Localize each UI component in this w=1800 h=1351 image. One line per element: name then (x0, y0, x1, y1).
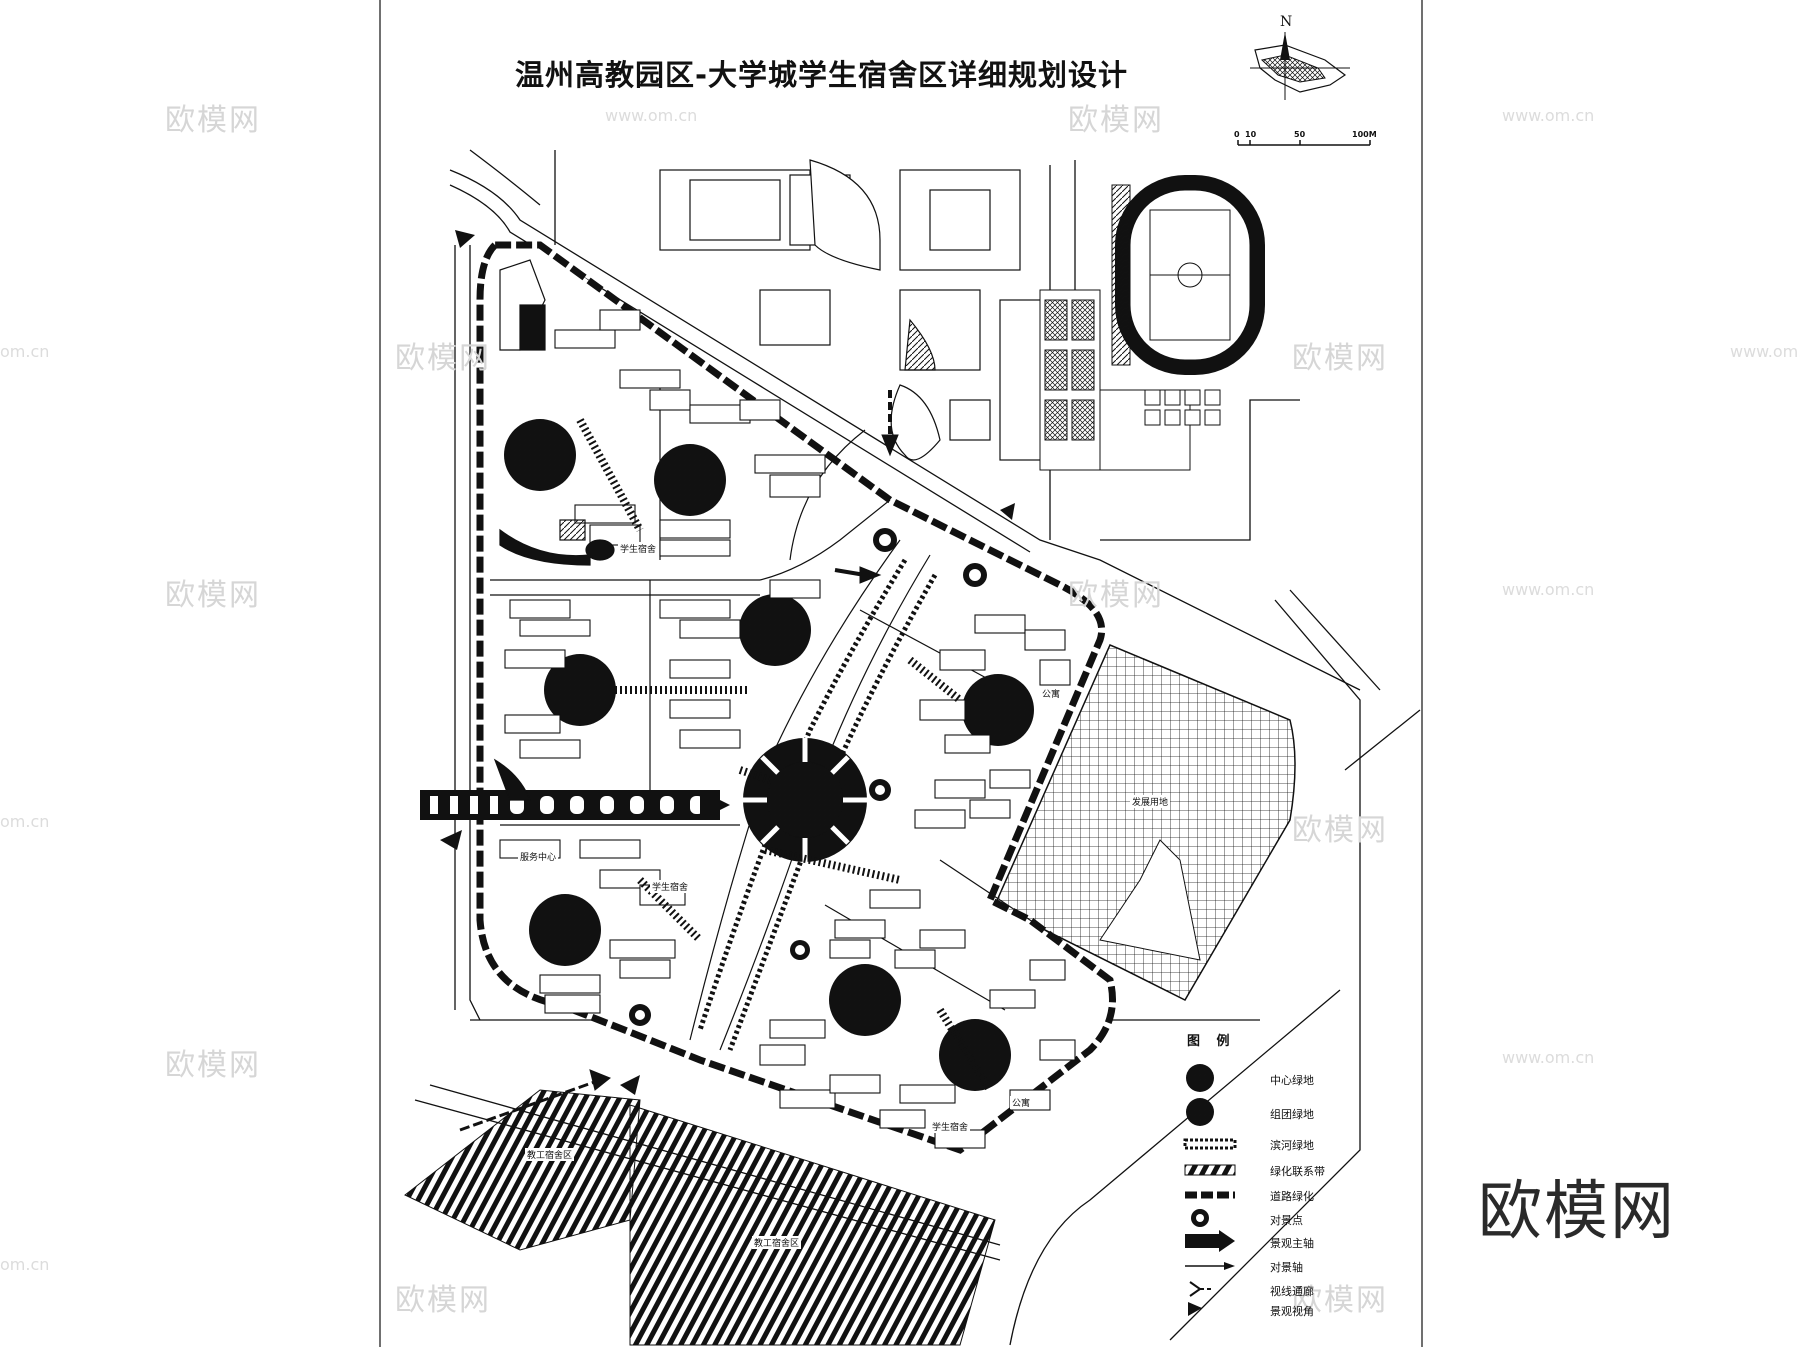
legend-label-focal-point: 对景点 (1270, 1214, 1303, 1227)
central-plaza (743, 738, 867, 862)
apartment-label: 公寓 (1040, 687, 1063, 700)
apartment-label: 公寓 (1010, 1096, 1033, 1109)
sports-field (1039, 175, 1265, 471)
sightline-arrows (459, 390, 899, 1132)
legend-label-road-greening: 道路绿化 (1270, 1190, 1314, 1203)
brand-logo: 欧模网 (1478, 1175, 1676, 1249)
legend-label-sightline-corridor: 视线通廊 (1270, 1285, 1314, 1298)
staff-dorm-areas (404, 1089, 996, 1346)
scale-label-100m: 100M (1352, 130, 1377, 139)
legend-focal-axis-symbol (1185, 1262, 1235, 1270)
legend-label-main-landscape-axis: 景观主轴 (1270, 1237, 1314, 1250)
dorm-label: 学生宿舍 (650, 880, 691, 893)
site-boundary (476, 241, 1116, 1154)
service-center-label: 服务中心 (518, 850, 559, 863)
scale-label-0: 0 (1234, 130, 1240, 139)
legend-sightline-symbol (1189, 1281, 1212, 1297)
legend-viewing-angle-symbol (1188, 1302, 1202, 1316)
north-label: N (1280, 14, 1293, 30)
green-link-belts (576, 418, 994, 1093)
scale-label-10: 10 (1245, 130, 1257, 139)
focal-points (629, 528, 987, 1026)
staff-dorm-label-west: 教工宿舍区 (525, 1148, 575, 1161)
north-arrow (1250, 32, 1350, 100)
northwest-buildings (493, 259, 615, 801)
development-land (994, 644, 1296, 1001)
legend-green-link-belt-symbol (1184, 1164, 1236, 1176)
legend-symbols (1183, 1064, 1237, 1316)
scale-bar (1237, 140, 1371, 146)
legend-central-green-symbol (1186, 1064, 1214, 1092)
legend-label-riverside-green: 滨河绿地 (1270, 1139, 1314, 1152)
riverside-green (697, 558, 938, 1051)
legend-focal-point-symbol (1191, 1209, 1209, 1227)
legend-heading: 图 例 (1187, 1034, 1236, 1049)
legend-main-axis-symbol (1185, 1230, 1235, 1252)
scale-label-50: 50 (1294, 130, 1306, 139)
cluster-greens (504, 419, 1034, 1091)
dorm-label: 学生宿舍 (618, 542, 659, 555)
legend-label-central-green: 中心绿地 (1270, 1074, 1314, 1087)
viewing-angle-markers (440, 230, 1015, 1095)
legend-cluster-green-symbol (1186, 1098, 1214, 1126)
legend-riverside-green-symbol (1183, 1138, 1237, 1150)
development-land-label: 发展用地 (1130, 795, 1171, 808)
legend-label-green-link-belt: 绿化联系带 (1270, 1165, 1325, 1178)
dorm-label: 学生宿舍 (930, 1120, 971, 1133)
legend-label-focal-axis: 对景轴 (1270, 1261, 1303, 1274)
legend-label-viewing-angle: 景观视角 (1270, 1305, 1314, 1318)
legend-label-cluster-green: 组团绿地 (1270, 1108, 1314, 1121)
staff-dorm-label-south: 教工宿舍区 (752, 1236, 802, 1249)
plan-title: 温州高教园区-大学城学生宿舍区详细规划设计 (515, 58, 1129, 92)
main-landscape-axis (420, 790, 730, 820)
sheet-frame (379, 0, 1423, 1347)
